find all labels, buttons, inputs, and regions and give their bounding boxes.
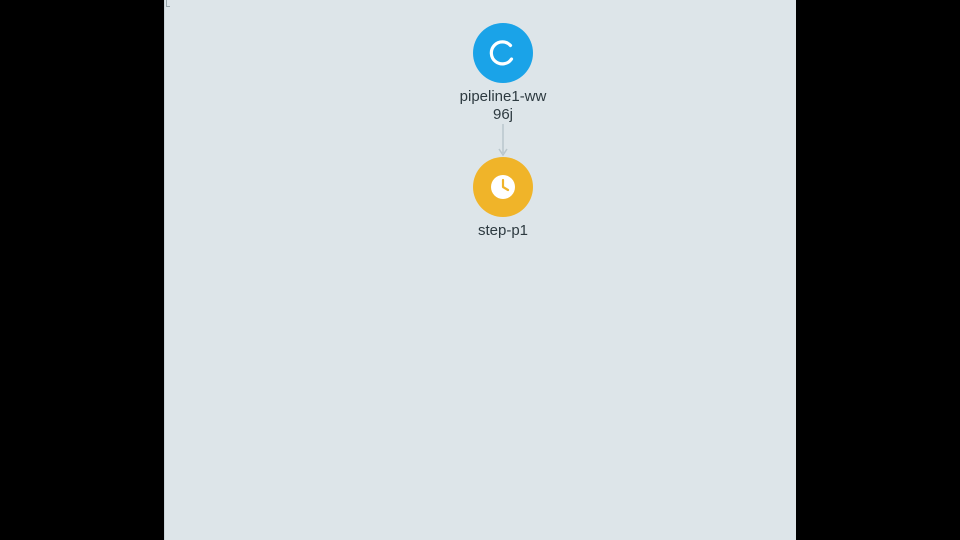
letterbox-left [0, 0, 164, 540]
node-label: pipeline1-ww96j [459, 88, 547, 123]
node-status-circle-pending[interactable] [473, 157, 533, 217]
letterbox-right [796, 0, 960, 540]
node-label: step-p1 [477, 222, 529, 239]
canvas-corner-mark [166, 0, 170, 7]
clock-icon [491, 175, 515, 199]
node-status-circle-running[interactable] [473, 23, 533, 83]
refresh-icon [489, 40, 514, 66]
graph-node-pipeline[interactable]: pipeline1-ww96j [443, 23, 563, 124]
workflow-graph-canvas[interactable]: pipeline1-ww96j step-p1 [164, 0, 796, 540]
edge-arrowhead [498, 148, 508, 157]
graph-node-step[interactable]: step-p1 [443, 157, 563, 240]
